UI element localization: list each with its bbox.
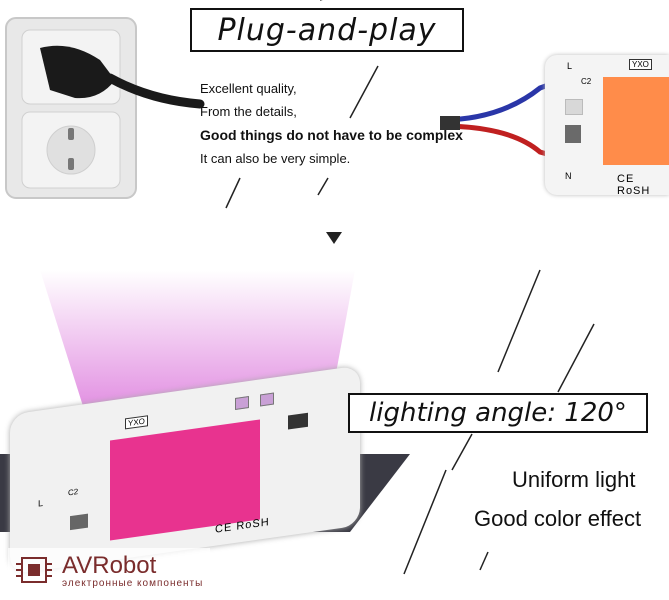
led-emitter — [603, 77, 669, 165]
watermark-subtitle: электронные компоненты — [62, 578, 204, 589]
feature-color-effect: Good color effect — [474, 506, 642, 531]
description-line-4: It can also be very simple. — [200, 151, 351, 166]
component-2 — [565, 125, 581, 143]
led-wires — [440, 75, 571, 163]
label-c2: C2 — [581, 77, 592, 86]
watermark-bar — [8, 548, 210, 592]
brand-badge: YXO — [629, 59, 652, 70]
down-triangle-icon — [326, 232, 342, 244]
decorative-lines-top — [225, 0, 379, 209]
component-1 — [565, 99, 583, 115]
description-line-2: From the details, — [200, 104, 297, 119]
cert-label: CE RoSH — [617, 173, 651, 197]
description-line-1: Excellent quality, — [200, 81, 297, 96]
lighting-angle-title: lighting angle: 120° — [348, 393, 648, 433]
decorative-lines-bottom — [403, 269, 595, 575]
label-n: N — [565, 171, 572, 181]
led-board-top: YXO L C2 N CE RoSH — [545, 55, 669, 197]
watermark-brand: AVRobot — [62, 552, 157, 579]
chip-logo-icon — [16, 557, 52, 583]
page-title: Plug-and-play — [190, 8, 464, 52]
description-line-3: Good things do not have to be complex — [200, 127, 463, 143]
power-plug-icon — [40, 45, 205, 109]
feature-uniform-light: Uniform light — [512, 467, 636, 492]
label-l: L — [567, 61, 573, 71]
